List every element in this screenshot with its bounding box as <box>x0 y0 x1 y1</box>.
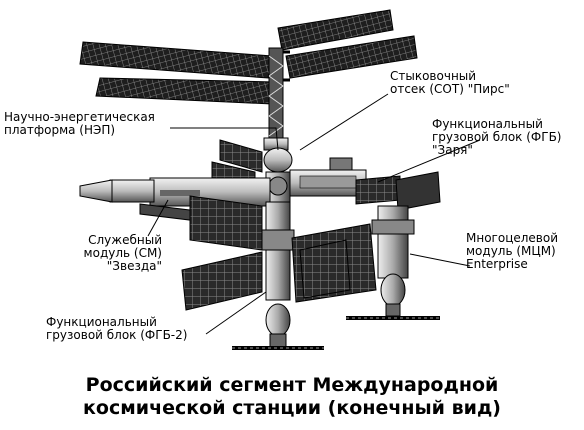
label-zvezda: Служебный модуль (СМ) "Звезда" <box>83 233 162 273</box>
label-zarya: Функциональный грузовой блок (ФГБ) "Заря… <box>432 117 562 157</box>
diagram-caption: Российский сегмент Международной космиче… <box>83 374 501 419</box>
lower-right-arrays <box>291 223 377 303</box>
station-illustration <box>79 9 481 350</box>
label-nep: Научно-энергетическая платформа (НЭП) <box>4 110 155 137</box>
lower-left-arrays <box>181 195 263 311</box>
nep-truss <box>263 47 289 151</box>
label-fgb2: Функциональный грузовой блок (ФГБ-2) <box>46 315 188 342</box>
mcm-enterprise-module <box>346 205 440 320</box>
fgb2-stack <box>232 201 324 350</box>
nep-solar-arrays <box>79 9 418 105</box>
leader-lines <box>147 93 481 335</box>
label-mcm: Многоцелевой модуль (МЦМ) Enterprise <box>466 231 559 271</box>
zarya-module <box>289 157 441 211</box>
label-pirs: Стыковочный отсек (СОТ) "Пирс" <box>390 69 510 96</box>
